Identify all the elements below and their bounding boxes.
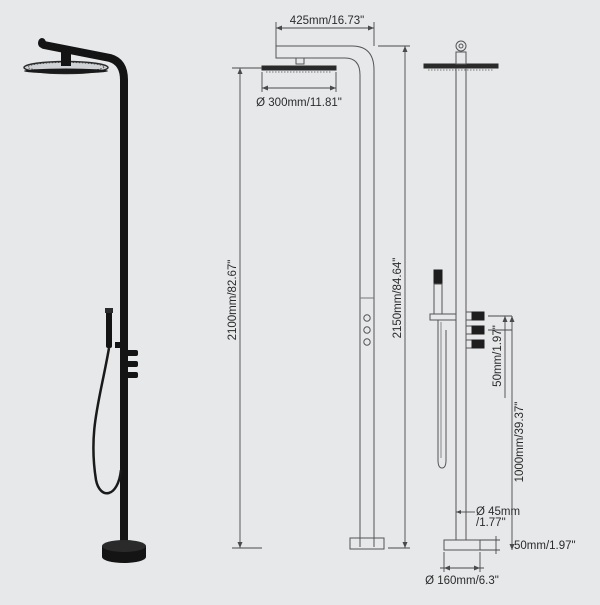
pipe-diameter-mm-label: Ø 45mm xyxy=(476,506,520,518)
shower-photo xyxy=(23,38,146,563)
base-outline xyxy=(349,537,385,550)
valve-circle xyxy=(363,326,371,334)
rain-head-outline xyxy=(261,65,337,73)
side-base-outline xyxy=(443,539,481,551)
column-outline xyxy=(275,45,375,547)
shower-column-icon xyxy=(38,38,128,544)
arm-coupling xyxy=(295,57,305,65)
side-dimension-lines xyxy=(440,315,515,572)
valve-spacing-label: 50mm/1.97" xyxy=(492,325,504,387)
valve-height-label: 1000mm/39.37" xyxy=(514,402,526,483)
arm-end-outline xyxy=(455,40,467,52)
rain-head-icon xyxy=(23,52,109,75)
valve-circle xyxy=(363,314,371,322)
base-height-label: 50mm/1.97" xyxy=(514,540,576,552)
hand-shower-icon xyxy=(92,308,123,495)
side-hand-shower-outline xyxy=(429,269,457,469)
head-diameter-label: Ø 300mm/11.81" xyxy=(256,97,342,109)
side-rain-head xyxy=(423,63,499,69)
base-diameter-label: Ø 160mm/6.3" xyxy=(425,575,499,587)
front-elevation-drawing xyxy=(261,45,385,550)
total-height-label: 2150mm/84.64" xyxy=(392,258,404,339)
side-valves-outline xyxy=(465,311,485,349)
valve-circle xyxy=(363,338,371,346)
valve-handles-icon xyxy=(124,350,138,378)
pipe-diameter-in-label: /1.77" xyxy=(476,517,506,529)
base-plate-icon xyxy=(102,540,146,563)
side-elevation-drawing xyxy=(423,40,499,551)
height-to-arm-label: 2100mm/82.67" xyxy=(227,260,239,341)
side-head-connector xyxy=(455,51,467,65)
arm-width-label: 425mm/16.73" xyxy=(290,15,364,27)
front-dimension-lines xyxy=(232,22,410,549)
